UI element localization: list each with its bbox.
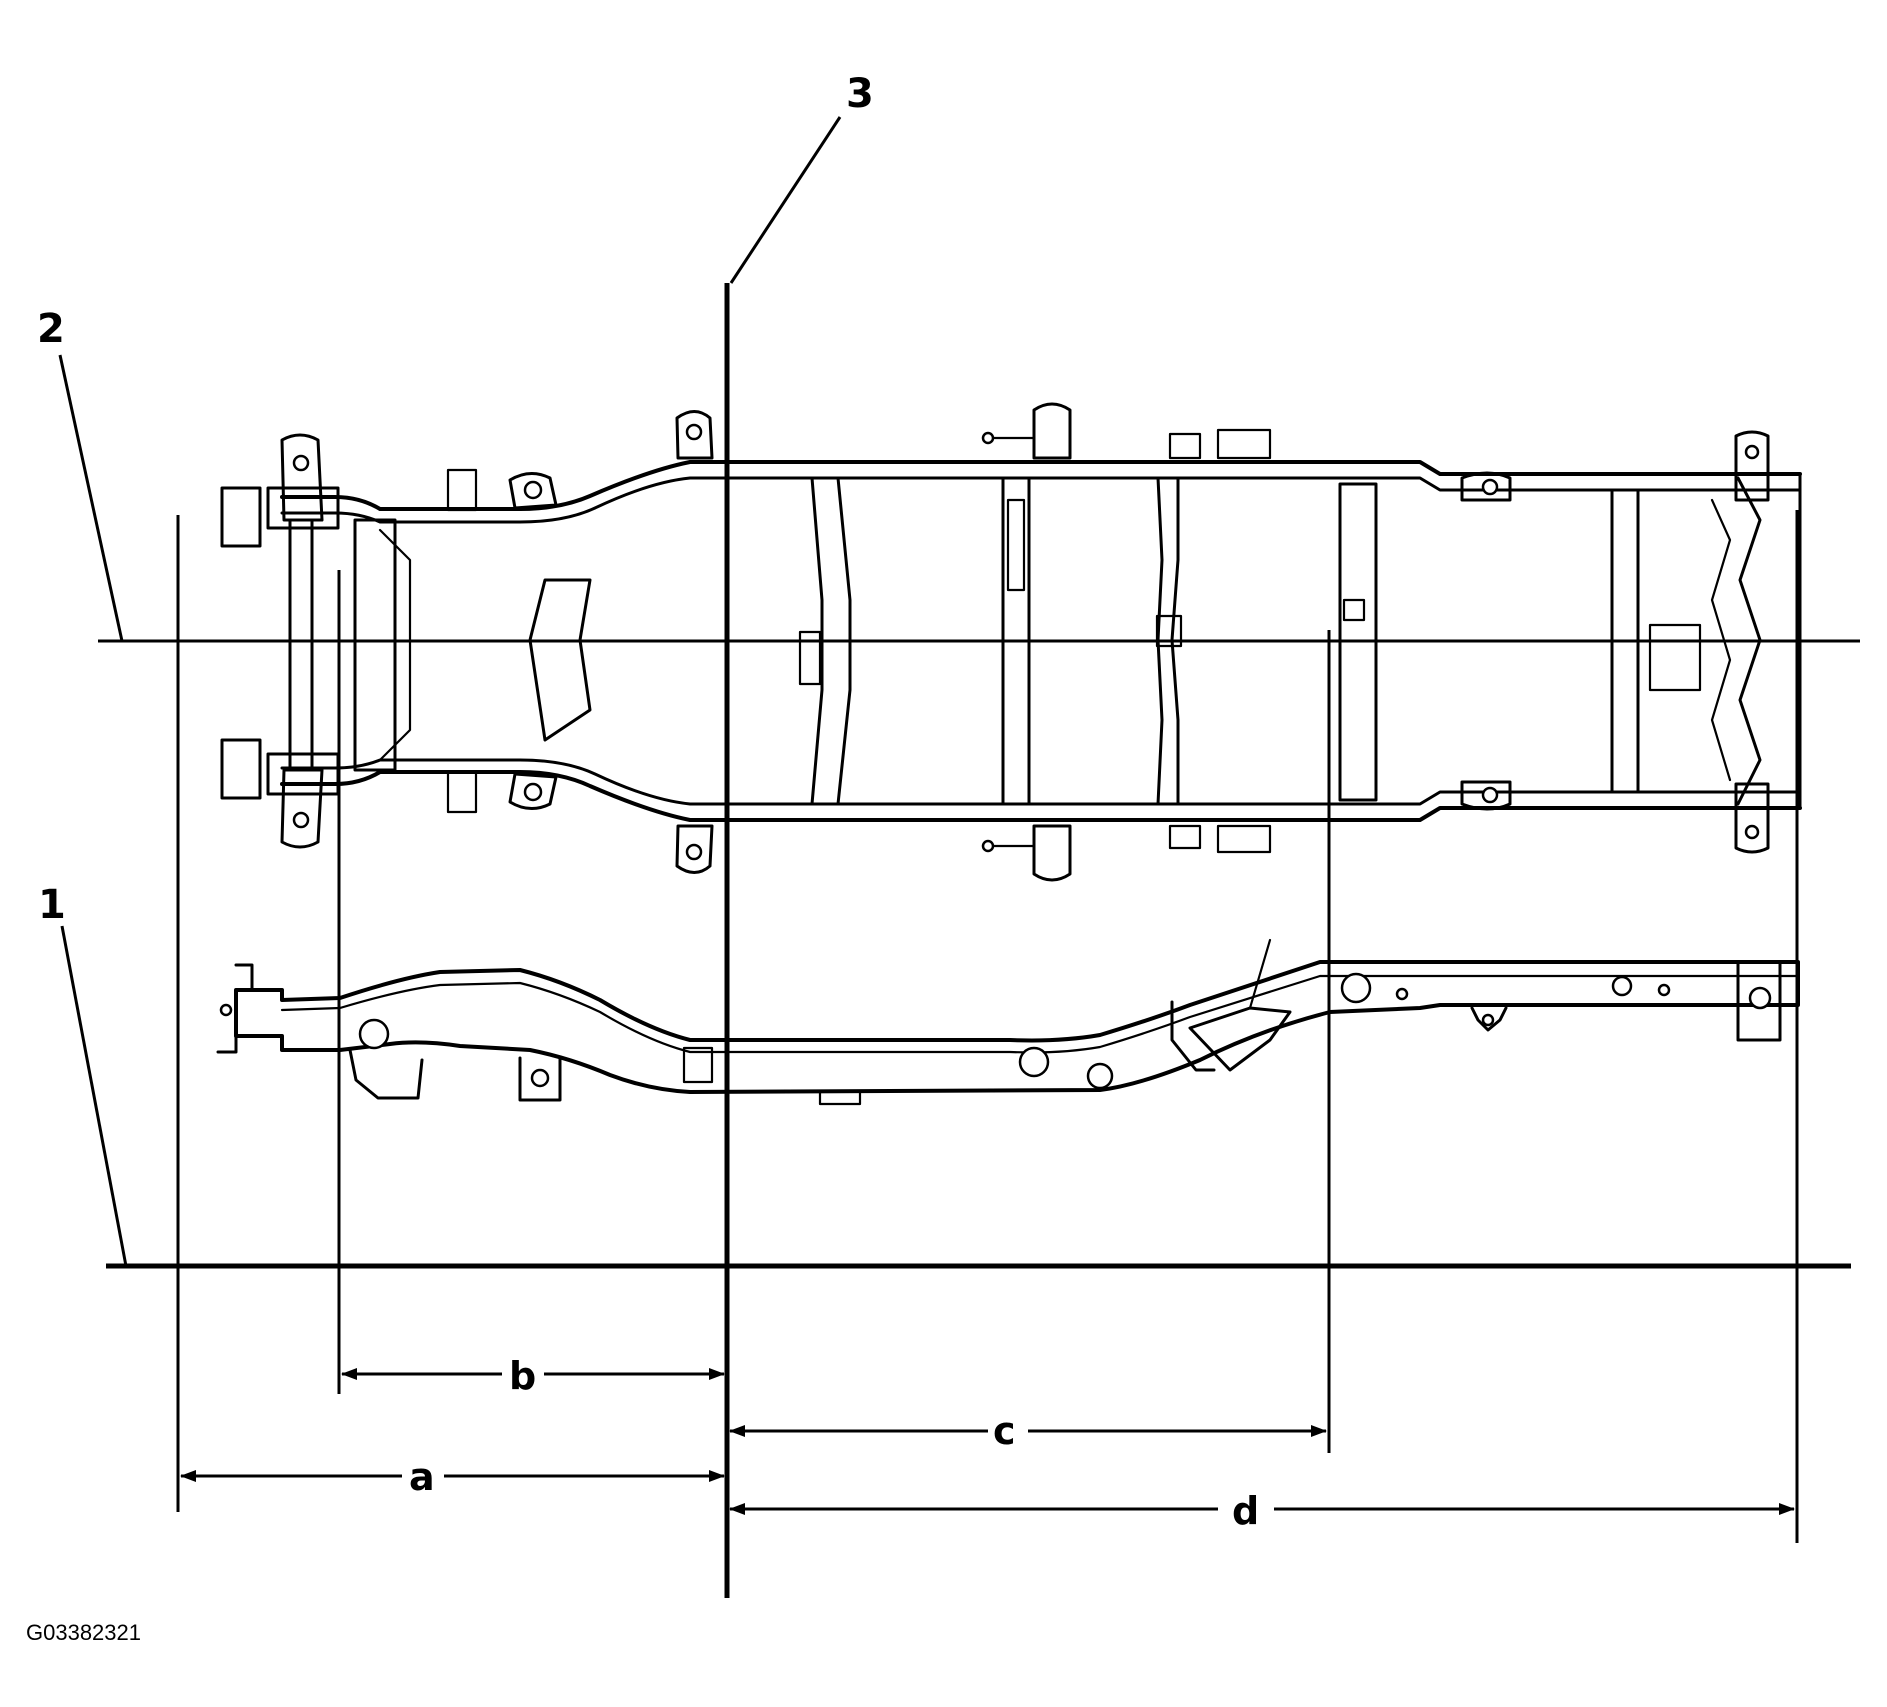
rear-lower-hanger-hole — [1481, 1013, 1495, 1027]
leader-1 — [60, 925, 128, 1267]
lower-control-mount-1 — [446, 770, 478, 814]
callout-leaders — [58, 116, 842, 1267]
body-mount-lower-2 — [1032, 824, 1072, 882]
rear-kick-gusset — [1188, 1006, 1292, 1072]
front-pad-lower — [266, 752, 340, 796]
side-mount-bracket-1-hole — [530, 1068, 550, 1088]
front-lower-bushing — [358, 1018, 390, 1050]
rear-lower-hanger — [1470, 1006, 1508, 1032]
front-pad-upper — [266, 486, 340, 530]
mid-crossmember-3-tab — [1342, 598, 1366, 622]
front-ear-upper — [280, 433, 324, 522]
front-horn-hole — [219, 1003, 233, 1017]
mount-arm-hole-lower-2 — [981, 839, 995, 853]
rear-crossmember-1 — [1610, 488, 1640, 794]
side-trans-tab — [818, 1090, 862, 1106]
upper-spring-pocket — [508, 472, 558, 510]
front-bracket-upper — [220, 486, 262, 548]
upper-rail-inner — [280, 476, 1802, 524]
rear-cross-bow — [1736, 476, 1762, 806]
body-mount-hole-upper-1 — [685, 423, 703, 441]
lower-spring-pocket — [508, 772, 558, 810]
callout-1-label: 1 — [38, 882, 66, 928]
rear-hitch-plate — [1648, 623, 1702, 692]
body-mount-upper-1 — [675, 410, 714, 460]
rear-spring-hanger-side — [1170, 1000, 1216, 1072]
lower-rail-inner — [280, 758, 1802, 806]
rear-shackle-lower — [1734, 782, 1770, 854]
radiator-crossmember — [353, 518, 397, 772]
front-crossmember — [288, 518, 314, 772]
rear-shackle-upper — [1734, 430, 1770, 502]
upper-rail-outer — [280, 460, 1802, 511]
rear-hanger-hole-upper — [1481, 478, 1499, 496]
lower-pocket-hole — [523, 782, 543, 802]
rear-shock-strut — [1248, 938, 1272, 1010]
figure-id: G03382321 — [26, 1620, 141, 1645]
rear-bumper-bracket-hole — [1748, 986, 1772, 1010]
datum-lines — [98, 283, 1860, 1598]
upper-control-mount-1 — [446, 468, 478, 512]
side-kick-hole — [1086, 1062, 1114, 1090]
extension-lines — [176, 510, 1799, 1543]
radiator-brace — [378, 528, 412, 762]
rear-hanger-lower — [1460, 780, 1512, 811]
front-ear-lower — [280, 768, 324, 849]
suspension-crossmember — [528, 578, 592, 742]
side-large-hole — [1018, 1046, 1050, 1078]
side-mount-bracket-1 — [518, 1056, 562, 1102]
transmission-crossmember — [810, 476, 852, 806]
side-body-mount-1 — [682, 1046, 714, 1084]
front-lower-bracket — [348, 1048, 424, 1100]
mount-arm-hole-upper-2 — [981, 431, 995, 445]
rear-rail-hole-4 — [1657, 983, 1671, 997]
front-horn — [216, 963, 254, 1054]
dimension-c: c — [729, 1409, 1327, 1453]
body-mount-upper-2 — [1032, 402, 1072, 460]
leader-2 — [58, 354, 124, 642]
leader-3 — [729, 116, 842, 284]
trans-mount-tab — [798, 630, 822, 686]
dim-c-label: c — [993, 1409, 1016, 1453]
front-ear-hole-upper — [292, 454, 310, 472]
body-mount-upper-4 — [1216, 428, 1272, 460]
rear-rail-hole-3 — [1611, 975, 1633, 997]
mid-crossmember-2-tab — [1155, 614, 1183, 648]
mid-crossmember-1-detail — [1006, 498, 1026, 592]
frame-top-view — [220, 402, 1802, 882]
rear-rail-hole-1 — [1340, 972, 1372, 1004]
mid-crossmember-1 — [1001, 476, 1031, 806]
front-ear-hole-lower — [292, 811, 310, 829]
body-mount-lower-1 — [675, 824, 714, 874]
rear-bumper-bracket-side — [1736, 960, 1782, 1042]
mid-crossmember-3 — [1338, 482, 1378, 802]
body-mount-upper-3 — [1168, 432, 1202, 460]
body-mount-lower-4 — [1216, 824, 1272, 854]
callout-2-label: 2 — [37, 306, 65, 352]
side-rail-outline — [234, 960, 1800, 1094]
dimension-b: b — [341, 1354, 725, 1398]
rear-hanger-hole-lower — [1481, 786, 1499, 804]
dim-a-label: a — [409, 1455, 435, 1499]
front-bracket-lower — [220, 738, 262, 800]
body-mount-lower-3 — [1168, 824, 1202, 850]
rear-rail-hole-2 — [1395, 987, 1409, 1001]
dim-d-label: d — [1232, 1489, 1259, 1533]
upper-pocket-hole — [523, 480, 543, 500]
dimension-a: a — [180, 1455, 725, 1499]
frame-side-view — [216, 938, 1800, 1106]
dimension-d: d — [729, 1489, 1795, 1533]
body-mount-hole-lower-1 — [685, 843, 703, 861]
callout-3-label: 3 — [846, 71, 874, 117]
side-rail-upper-flange — [280, 974, 1800, 1054]
rear-hanger-upper — [1460, 471, 1512, 502]
rear-shackle-hole-upper — [1744, 444, 1760, 460]
lower-rail-outer — [280, 770, 1802, 822]
dim-b-label: b — [509, 1354, 536, 1398]
rear-cross-bow-inner — [1710, 498, 1732, 782]
mid-crossmember-2 — [1156, 476, 1180, 806]
rear-shackle-hole-lower — [1744, 824, 1760, 840]
